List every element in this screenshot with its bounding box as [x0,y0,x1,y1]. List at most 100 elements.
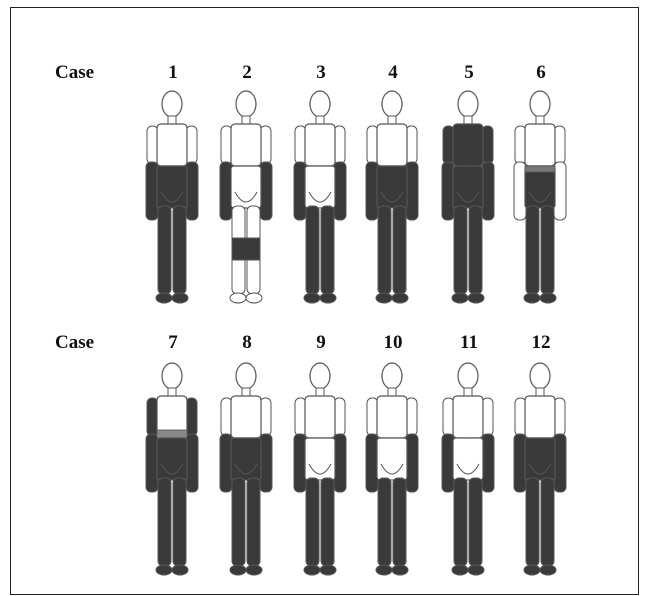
head [382,363,402,389]
upper-trunk [305,396,335,438]
left-upper-arm [221,126,232,164]
body-figure-svg [287,360,353,580]
upper-trunk [305,124,335,166]
left-forearm [146,162,158,220]
right-forearm [554,434,566,492]
left-upper-arm [295,398,306,436]
right-leg [469,206,482,294]
right-leg [541,206,554,294]
body-figure-svg [507,360,573,580]
right-upper-arm [260,398,271,436]
left-upper-arm [147,126,158,164]
left-upper-arm [367,126,378,164]
right-leg [393,206,406,294]
case-number-6: 6 [521,62,561,84]
right-foot [320,565,336,575]
head [162,91,182,117]
right-upper-arm [186,126,197,164]
right-leg [469,478,482,566]
left-leg [526,206,539,294]
head [458,91,478,117]
left-forearm [514,434,526,492]
neck [536,116,544,124]
right-leg [321,206,334,294]
left-foot [304,565,320,575]
head [310,91,330,117]
left-foot [524,293,540,303]
body-figure-case-10 [359,360,425,580]
left-upper-arm [515,398,526,436]
neck [316,116,324,124]
right-leg [173,206,186,294]
right-upper-arm [406,398,417,436]
left-leg [378,478,391,566]
left-upper-arm [221,398,232,436]
left-forearm [366,162,378,220]
right-foot [540,293,556,303]
right-foot [172,565,188,575]
body-figure-case-6 [507,88,573,308]
left-foot [230,565,246,575]
neck [316,388,324,396]
body-figure-svg [359,88,425,308]
right-upper-arm [482,126,493,164]
body-figure-svg [213,360,279,580]
neck [536,388,544,396]
right-forearm [406,162,418,220]
case-number-8: 8 [227,332,267,354]
left-foot [376,565,392,575]
right-forearm [186,162,198,220]
body-figure-case-2 [213,88,279,308]
upper-trunk [231,124,261,166]
right-forearm [186,434,198,492]
head [530,363,550,389]
right-forearm [554,162,566,220]
left-forearm [220,162,232,220]
left-upper-arm [295,126,306,164]
right-leg [321,478,334,566]
left-foot [376,293,392,303]
case-number-9: 9 [301,332,341,354]
left-upper-arm [443,126,454,164]
body-figure-case-8 [213,360,279,580]
upper-trunk [377,124,407,166]
head [310,363,330,389]
body-figure-case-4 [359,88,425,308]
body-figure-svg [287,88,353,308]
left-upper-arm [147,398,158,436]
body-figure-svg [435,360,501,580]
upper-trunk [525,396,555,438]
head [458,363,478,389]
upper-trunk [157,124,187,166]
neck [242,116,250,124]
right-forearm [334,434,346,492]
right-foot [468,565,484,575]
body-figure-svg [139,88,205,308]
body-figure-case-3 [287,88,353,308]
right-foot [320,293,336,303]
left-forearm [294,162,306,220]
row-label-top: Case [55,62,94,84]
right-leg [247,478,260,566]
right-upper-arm [554,126,565,164]
body-figure-case-7 [139,360,205,580]
right-upper-arm [406,126,417,164]
left-foot [304,293,320,303]
right-upper-arm [482,398,493,436]
right-upper-arm [186,398,197,436]
upper-trunk [453,396,483,438]
figure-frame: Case Case 1 2 3 4 5 6 7 8 9 10 11 12 [10,7,639,595]
left-foot [156,293,172,303]
right-forearm [260,434,272,492]
case-number-1: 1 [153,62,193,84]
case-number-12: 12 [521,332,561,354]
right-forearm [482,434,494,492]
body-figure-svg [507,88,573,308]
case-number-4: 4 [373,62,413,84]
waist-band [525,166,555,172]
case-number-7: 7 [153,332,193,354]
left-forearm [366,434,378,492]
left-forearm [514,162,526,220]
neck [168,388,176,396]
right-foot [392,565,408,575]
